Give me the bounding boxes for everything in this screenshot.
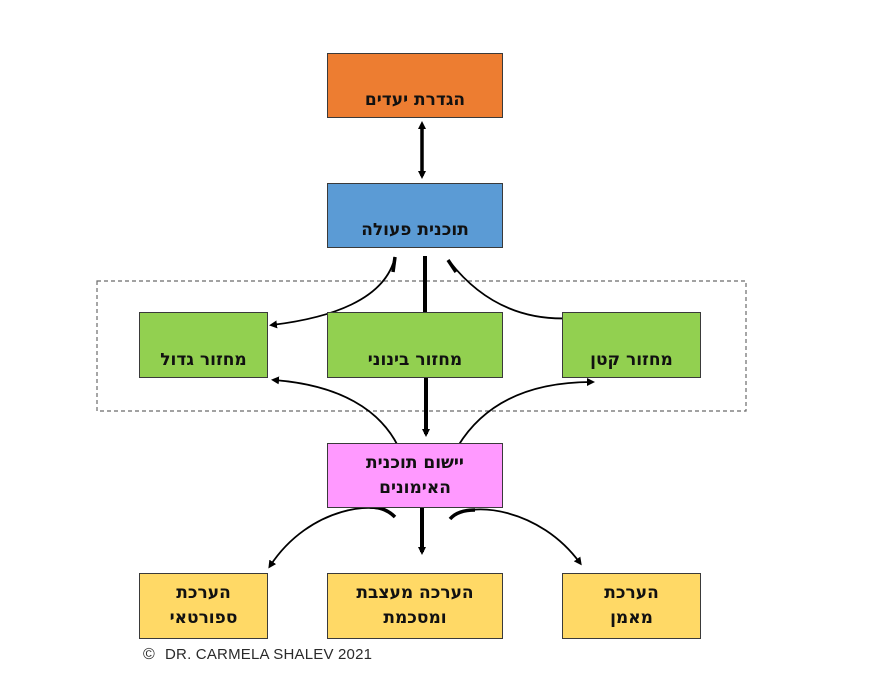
cycles-group-border xyxy=(96,280,747,412)
edge-plan-small xyxy=(449,261,578,323)
edge-impl-athlete-tail xyxy=(369,505,397,519)
coach-eval-label-line1: הערכת xyxy=(604,582,659,603)
coach-eval-label-line2: מאמן xyxy=(610,608,653,628)
goal-setting-node: הגדרת יעדים xyxy=(327,53,503,118)
large-cycle-node: מחזור גדול xyxy=(139,312,268,378)
medium-cycle-node: מחזור בינוני xyxy=(327,312,503,378)
action-plan-node: תוכנית פעולה xyxy=(327,183,503,248)
edge-plan-large xyxy=(269,256,396,329)
athlete-eval-label-line2: ספורטאי xyxy=(169,608,238,628)
medium-cycle-label: מחזור בינוני xyxy=(367,349,463,370)
goal-setting-label: הגדרת יעדים xyxy=(364,89,466,110)
implementation-node: יישום תוכנית האימונים xyxy=(327,443,503,508)
copyright-icon: © xyxy=(143,646,155,663)
athlete-eval-node: הערכת ספורטאי xyxy=(139,573,268,639)
implementation-label-line2: האימונים xyxy=(379,477,451,498)
edge-impl-large xyxy=(271,376,399,447)
summary-eval-label-line1: הערכה מעצבת xyxy=(356,582,474,603)
action-plan-label: תוכנית פעולה xyxy=(361,219,469,240)
copyright-notice: © DR. CARMELA SHALEV 2021 xyxy=(143,646,372,664)
large-cycle-label: מחזור גדול xyxy=(160,349,247,370)
edge-impl-coach-tail xyxy=(448,508,476,521)
small-cycle-label: מחזור קטן xyxy=(590,349,673,370)
copyright-text: DR. CARMELA SHALEV 2021 xyxy=(165,646,373,663)
edge-impl-coach xyxy=(449,508,582,566)
implementation-label-line1: יישום תוכנית xyxy=(366,452,464,473)
summary-eval-node: הערכה מעצבת ומסכמת xyxy=(327,573,503,639)
summary-eval-label-line2: ומסכמת xyxy=(383,608,447,628)
small-cycle-node: מחזור קטן xyxy=(562,312,701,378)
edge-plan-small-tail xyxy=(446,259,458,273)
edge-plan-large-tail xyxy=(391,256,397,273)
athlete-eval-label-line1: הערכת xyxy=(176,582,231,603)
edge-impl-athlete xyxy=(268,506,394,569)
edge-impl-small xyxy=(457,378,595,447)
coach-eval-node: הערכת מאמן xyxy=(562,573,701,639)
